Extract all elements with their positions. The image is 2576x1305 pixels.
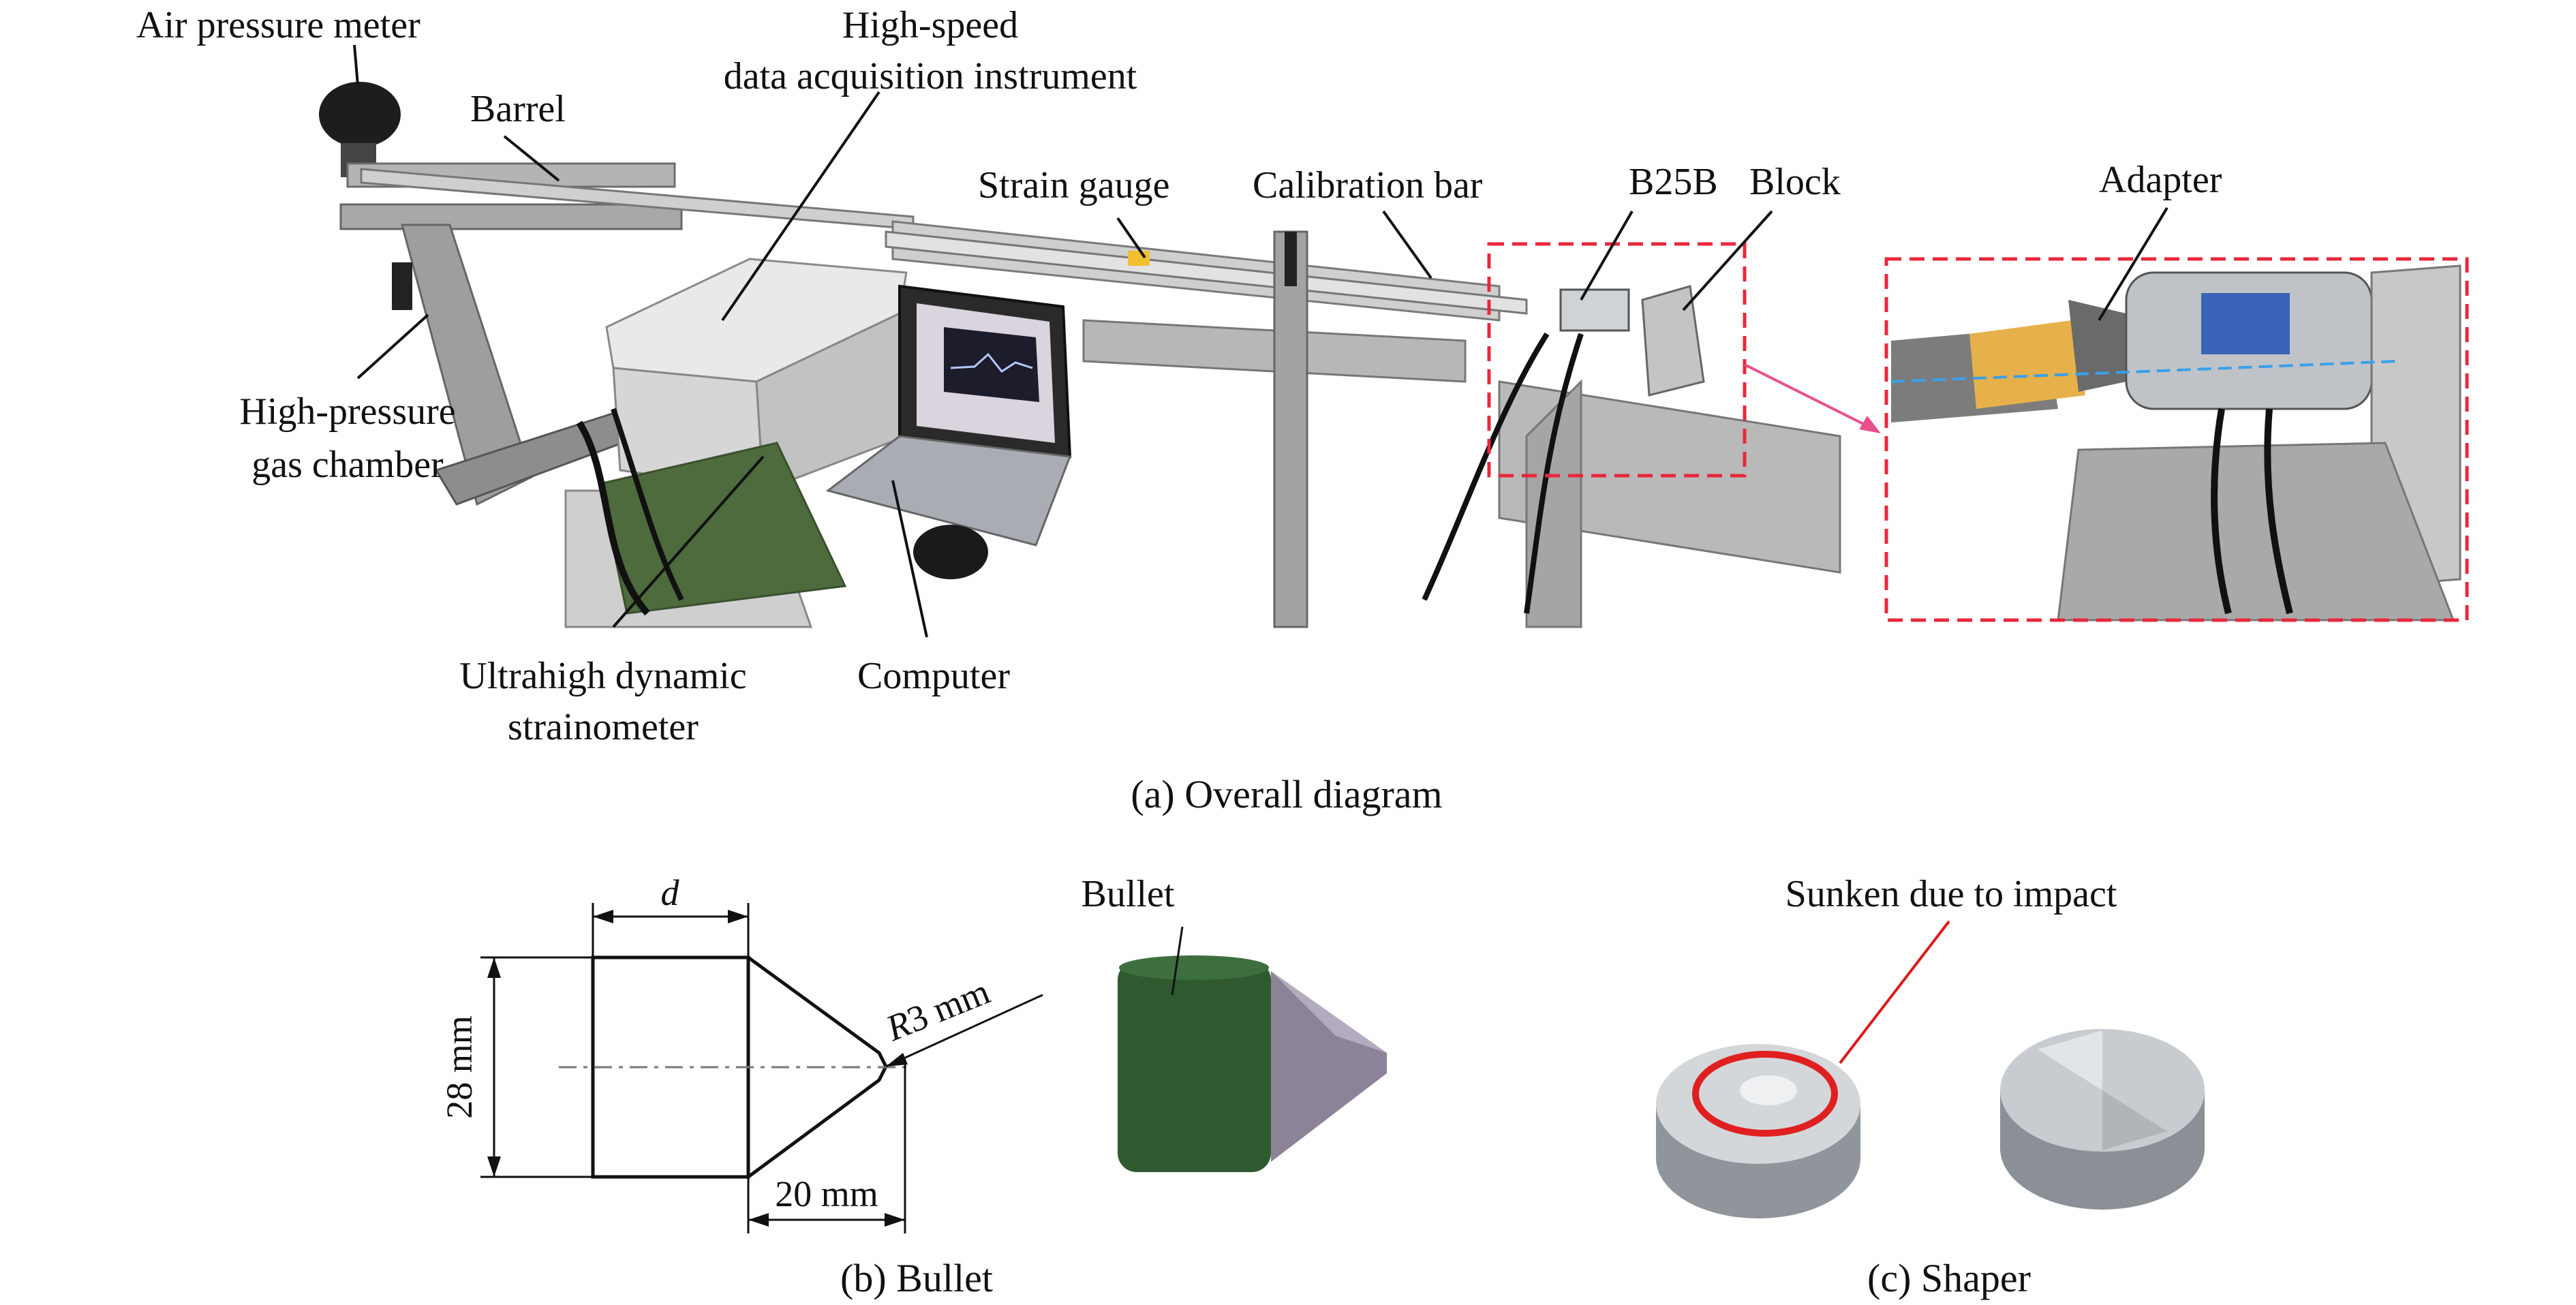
- label-strain-gauge: Strain gauge: [978, 164, 1169, 206]
- sunken-leader: [1839, 920, 1950, 1064]
- label-calibration-bar: Calibration bar: [1253, 164, 1483, 206]
- label-adapter: Adapter: [2099, 159, 2222, 201]
- bullet-photo: [1118, 926, 1387, 1172]
- caption-a: (a) Overall diagram: [1131, 772, 1442, 816]
- label-block: Block: [1749, 161, 1841, 203]
- label-high-speed-2: data acquisition instrument: [724, 55, 1137, 97]
- dim-height: 28 mm: [439, 1015, 480, 1119]
- b25b-sensor: [1559, 288, 1630, 332]
- impact-ring: [1692, 1051, 1838, 1137]
- label-computer: Computer: [857, 655, 1010, 697]
- dim-radius: R3 mm: [880, 970, 995, 1049]
- laptop-keyboard: [825, 435, 1072, 547]
- zoom-arrow: [1744, 363, 1881, 433]
- label-high-pressure-1: High-pressure: [239, 390, 455, 433]
- shaper-photos: [1656, 920, 2205, 1218]
- label-bullet: Bullet: [1082, 873, 1175, 915]
- label-ultrahigh-1: Ultrahigh dynamic: [459, 655, 746, 697]
- label-high-pressure-2: gas chamber: [251, 444, 444, 486]
- label-air-pressure-meter: Air pressure meter: [136, 4, 420, 46]
- label-sunken: Sunken due to impact: [1785, 873, 2117, 915]
- leader-lines: [353, 44, 2168, 638]
- bullet-metal-cone: [1271, 971, 1387, 1162]
- dim-cone-length: 20 mm: [775, 1173, 878, 1214]
- bullet-green-body: [1118, 961, 1271, 1172]
- shaper-impacted: [1656, 1044, 1860, 1218]
- shaper-intact: [2000, 1029, 2205, 1210]
- calibration-bar: [885, 230, 1528, 315]
- caption-b: (b) Bullet: [840, 1256, 993, 1300]
- highlight-box-main: [1487, 242, 1747, 478]
- caption-c: (c) Shaper: [1867, 1256, 2031, 1300]
- label-ultrahigh-2: strainometer: [508, 706, 699, 748]
- overall-photo: [319, 82, 1841, 628]
- dim-d: d: [661, 872, 680, 913]
- bullet-drawing: [480, 903, 1043, 1233]
- label-barrel: Barrel: [470, 88, 566, 130]
- air-pressure-meter-knob: [319, 82, 401, 147]
- adapter-inset: [1884, 257, 2469, 622]
- dim-radius-value: 3 mm: [902, 970, 996, 1040]
- label-high-speed-1: High-speed: [842, 4, 1018, 46]
- label-b25b: B25B: [1629, 161, 1718, 203]
- highlight-box-inset: [1884, 257, 2469, 622]
- adapter-cone: [2068, 300, 2126, 392]
- block: [1641, 285, 1705, 397]
